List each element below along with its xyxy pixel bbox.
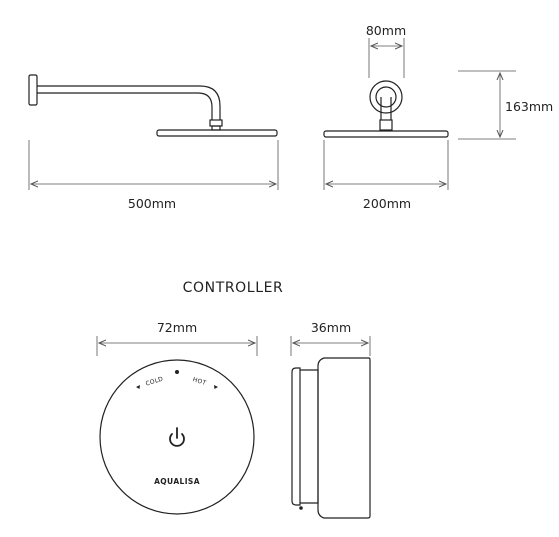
power-icon	[169, 427, 185, 447]
dimension-label-arm: 80mm	[366, 23, 406, 38]
cold-label: COLD	[145, 375, 164, 387]
dimension-label-controller-depth: 36mm	[311, 320, 351, 335]
shower-head-front-view	[323, 80, 449, 138]
dimension-label-width: 500mm	[128, 196, 176, 211]
wall-flange-outer	[369, 80, 403, 114]
controller-title: CONTROLLER	[183, 280, 284, 296]
wall-flange-inner	[375, 86, 397, 108]
indicator-dot	[175, 370, 179, 374]
mid-body	[300, 369, 319, 504]
dimension-500	[28, 140, 279, 190]
wall-plate	[28, 74, 38, 106]
dimension-label-diameter: 72mm	[157, 320, 197, 335]
dimension-200	[323, 140, 449, 190]
controller-dial	[99, 359, 255, 515]
dial-body	[317, 357, 371, 519]
head-front-plate	[323, 130, 449, 138]
controller-side-view	[291, 357, 371, 519]
dimension-36	[290, 336, 371, 356]
swivel-joint	[209, 119, 223, 127]
hot-label: HOT	[192, 376, 207, 387]
dimension-80	[368, 38, 405, 78]
shower-arm	[37, 85, 221, 120]
dimension-label-height: 163mm	[505, 99, 553, 114]
arrow-left-icon	[136, 385, 140, 389]
controller-front-view: COLD HOT AQUALISA	[99, 359, 255, 515]
brand-label: AQUALISA	[154, 477, 200, 486]
swivel-front	[379, 119, 393, 131]
arm-front	[380, 97, 392, 120]
back-plate	[291, 367, 301, 506]
dimension-72	[96, 336, 258, 356]
dimension-163	[458, 70, 516, 140]
screw-dot	[299, 506, 303, 510]
shower-head-side-view	[28, 74, 278, 137]
shower-arm-inner	[37, 92, 213, 120]
shower-head-plate	[156, 129, 278, 137]
dimension-label-depth: 200mm	[363, 196, 411, 211]
arrow-right-icon	[214, 385, 218, 389]
